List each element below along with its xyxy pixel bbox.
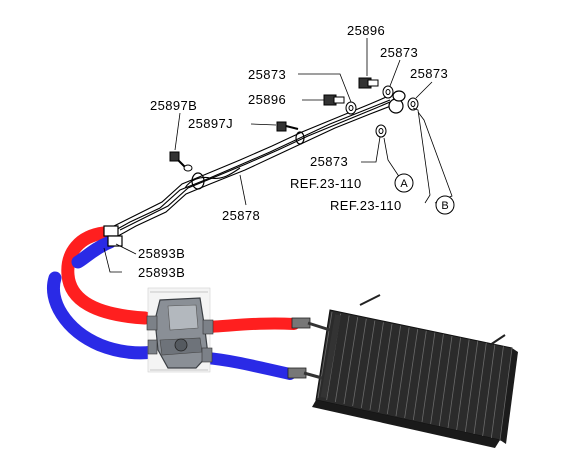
cooler-fin bbox=[369, 322, 384, 411]
cooler-fins bbox=[317, 311, 513, 441]
cooler-fin bbox=[447, 337, 461, 429]
cooler-fin bbox=[438, 335, 453, 427]
cooler-fin bbox=[412, 330, 427, 421]
oil-cooler-tube-assembly bbox=[103, 90, 406, 247]
cooler-fin bbox=[352, 318, 367, 407]
cooler-fin bbox=[482, 344, 496, 437]
red-hose-right bbox=[200, 317, 300, 333]
cooler-fin bbox=[464, 341, 479, 433]
cooler-fin bbox=[386, 325, 401, 415]
cooler-fin bbox=[395, 327, 410, 417]
ref-b-circle bbox=[435, 195, 455, 215]
ref-b-text: REF.23-110 bbox=[330, 198, 402, 213]
cooler-fin bbox=[473, 342, 487, 435]
oil-cooler bbox=[287, 294, 518, 448]
cooler-fin bbox=[343, 317, 359, 405]
cooler-fin bbox=[404, 329, 419, 419]
ref-a-circle bbox=[394, 173, 414, 193]
cooler-fin bbox=[378, 323, 393, 413]
blue-hose-upper bbox=[71, 235, 117, 269]
ref-a-text: REF.23-110 bbox=[290, 176, 362, 191]
cooler-fin bbox=[421, 332, 436, 423]
label-25873-left: 25873 bbox=[248, 67, 286, 82]
cooler-fin bbox=[334, 315, 350, 403]
label-25873-a: 25873 bbox=[380, 45, 418, 60]
label-25878: 25878 bbox=[222, 208, 260, 223]
leader-lines bbox=[103, 38, 453, 273]
label-25873-b: 25873 bbox=[410, 66, 448, 81]
eye-bolt-top bbox=[358, 77, 379, 89]
bolt-25897B bbox=[169, 151, 193, 172]
ref-b-letter: B bbox=[441, 200, 448, 212]
cooler-fin bbox=[430, 334, 444, 425]
eye-bolt-mid bbox=[323, 94, 345, 106]
cooler-fin bbox=[456, 339, 470, 431]
red-hose-upper bbox=[61, 226, 152, 325]
blue-hose-lower bbox=[47, 271, 159, 360]
label-25897J: 25897J bbox=[188, 116, 233, 131]
cooler-fin bbox=[360, 320, 376, 409]
cooler-fin bbox=[490, 346, 504, 439]
cooler-fin bbox=[317, 311, 333, 399]
hose-group bbox=[47, 226, 300, 380]
label-25896-top: 25896 bbox=[347, 23, 385, 38]
blue-hose-right bbox=[200, 352, 296, 380]
reference-callouts: REF.23-110 A REF.23-110 B bbox=[290, 173, 455, 215]
label-25873-low: 25873 bbox=[310, 154, 348, 169]
label-25893B-a: 25893B bbox=[138, 246, 185, 261]
cooler-fin bbox=[499, 347, 513, 441]
label-25896-mid: 25896 bbox=[248, 92, 286, 107]
label-25893B-b: 25893B bbox=[138, 265, 185, 280]
label-25897B: 25897B bbox=[150, 98, 197, 113]
thermostat-block bbox=[146, 287, 214, 373]
ref-a-letter: A bbox=[400, 178, 408, 190]
part-number-labels: 25896 25873 25873 25873 25896 25897B 258… bbox=[138, 23, 448, 280]
bolt-25897J bbox=[276, 121, 299, 132]
